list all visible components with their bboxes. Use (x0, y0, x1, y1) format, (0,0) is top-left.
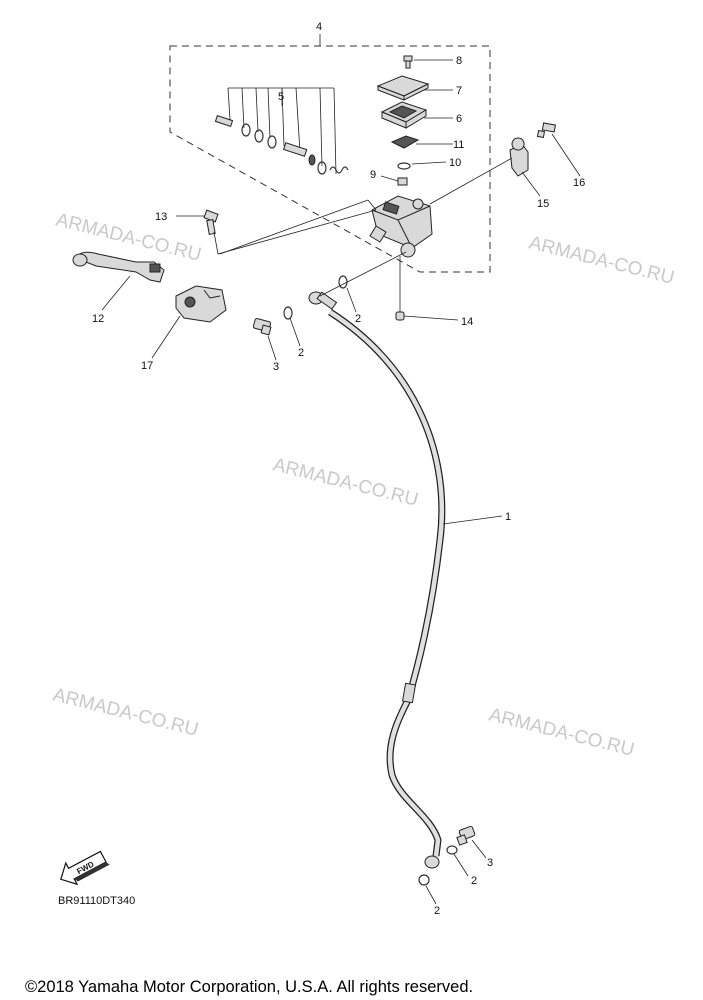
part-5-piston-kit[interactable] (214, 87, 349, 175)
hose-banjo-upper[interactable] (308, 291, 338, 310)
callout-17: 17 (141, 360, 153, 372)
callout-5: 5 (278, 91, 284, 103)
part-15-holder[interactable] (509, 137, 529, 177)
part-3-union-bolt-upper[interactable] (252, 318, 272, 336)
part-2-gasket-lower-b[interactable] (418, 874, 430, 886)
callout-11: 11 (453, 139, 464, 151)
watermark: ARMADA-CO.RU (487, 704, 637, 760)
forward-direction-arrow-icon: FWD (60, 850, 110, 886)
callout-2: 2 (434, 905, 440, 917)
callout-15: 15 (537, 198, 549, 210)
callout-12: 12 (92, 313, 104, 325)
part-2-gasket-upper-b[interactable] (338, 275, 348, 289)
callout-6: 6 (456, 113, 462, 125)
callout-1: 1 (505, 511, 511, 523)
callout-16: 16 (573, 177, 585, 189)
callout-4: 4 (316, 21, 322, 33)
callout-7: 7 (456, 85, 462, 97)
callout-2: 2 (355, 313, 361, 325)
callout-10: 10 (449, 157, 461, 169)
callout-13: 13 (155, 211, 167, 223)
part-2-gasket-upper-a[interactable] (283, 306, 293, 320)
part-6-diaphragm-holder[interactable] (380, 101, 428, 129)
part-3-union-bolt-lower[interactable] (456, 825, 476, 846)
part-7-reservoir-cap[interactable] (376, 75, 430, 101)
callout-2: 2 (471, 875, 477, 887)
part-9-nut[interactable] (397, 177, 408, 186)
master-cylinder-body[interactable] (369, 195, 433, 258)
part-1-clutch-hose[interactable] (328, 309, 446, 857)
watermark: ARMADA-CO.RU (527, 232, 677, 288)
part-16-bolt[interactable] (536, 122, 557, 139)
callout-9: 9 (370, 169, 376, 181)
watermark: ARMADA-CO.RU (271, 454, 421, 510)
watermark: ARMADA-CO.RU (51, 684, 201, 740)
assembly-boundary (169, 45, 491, 273)
part-2-gasket-lower-a[interactable] (446, 845, 458, 855)
copyright-notice: ©2018 Yamaha Motor Corporation, U.S.A. A… (25, 978, 473, 996)
diagram-code: BR91110DT340 (58, 895, 135, 907)
callout-2: 2 (298, 347, 304, 359)
part-17-lever-holder[interactable] (175, 285, 227, 323)
part-14-cap[interactable] (395, 311, 405, 321)
part-8-screw[interactable] (403, 55, 413, 69)
part-10-o-ring[interactable] (397, 162, 411, 170)
callout-3: 3 (487, 857, 493, 869)
hose-banjo-lower[interactable] (424, 855, 440, 869)
callout-8: 8 (456, 55, 462, 67)
part-13-bolt[interactable] (203, 209, 219, 235)
callout-3: 3 (273, 361, 279, 373)
callout-14: 14 (461, 316, 473, 328)
part-11-diaphragm[interactable] (390, 135, 420, 149)
part-12-clutch-lever[interactable] (72, 251, 165, 283)
